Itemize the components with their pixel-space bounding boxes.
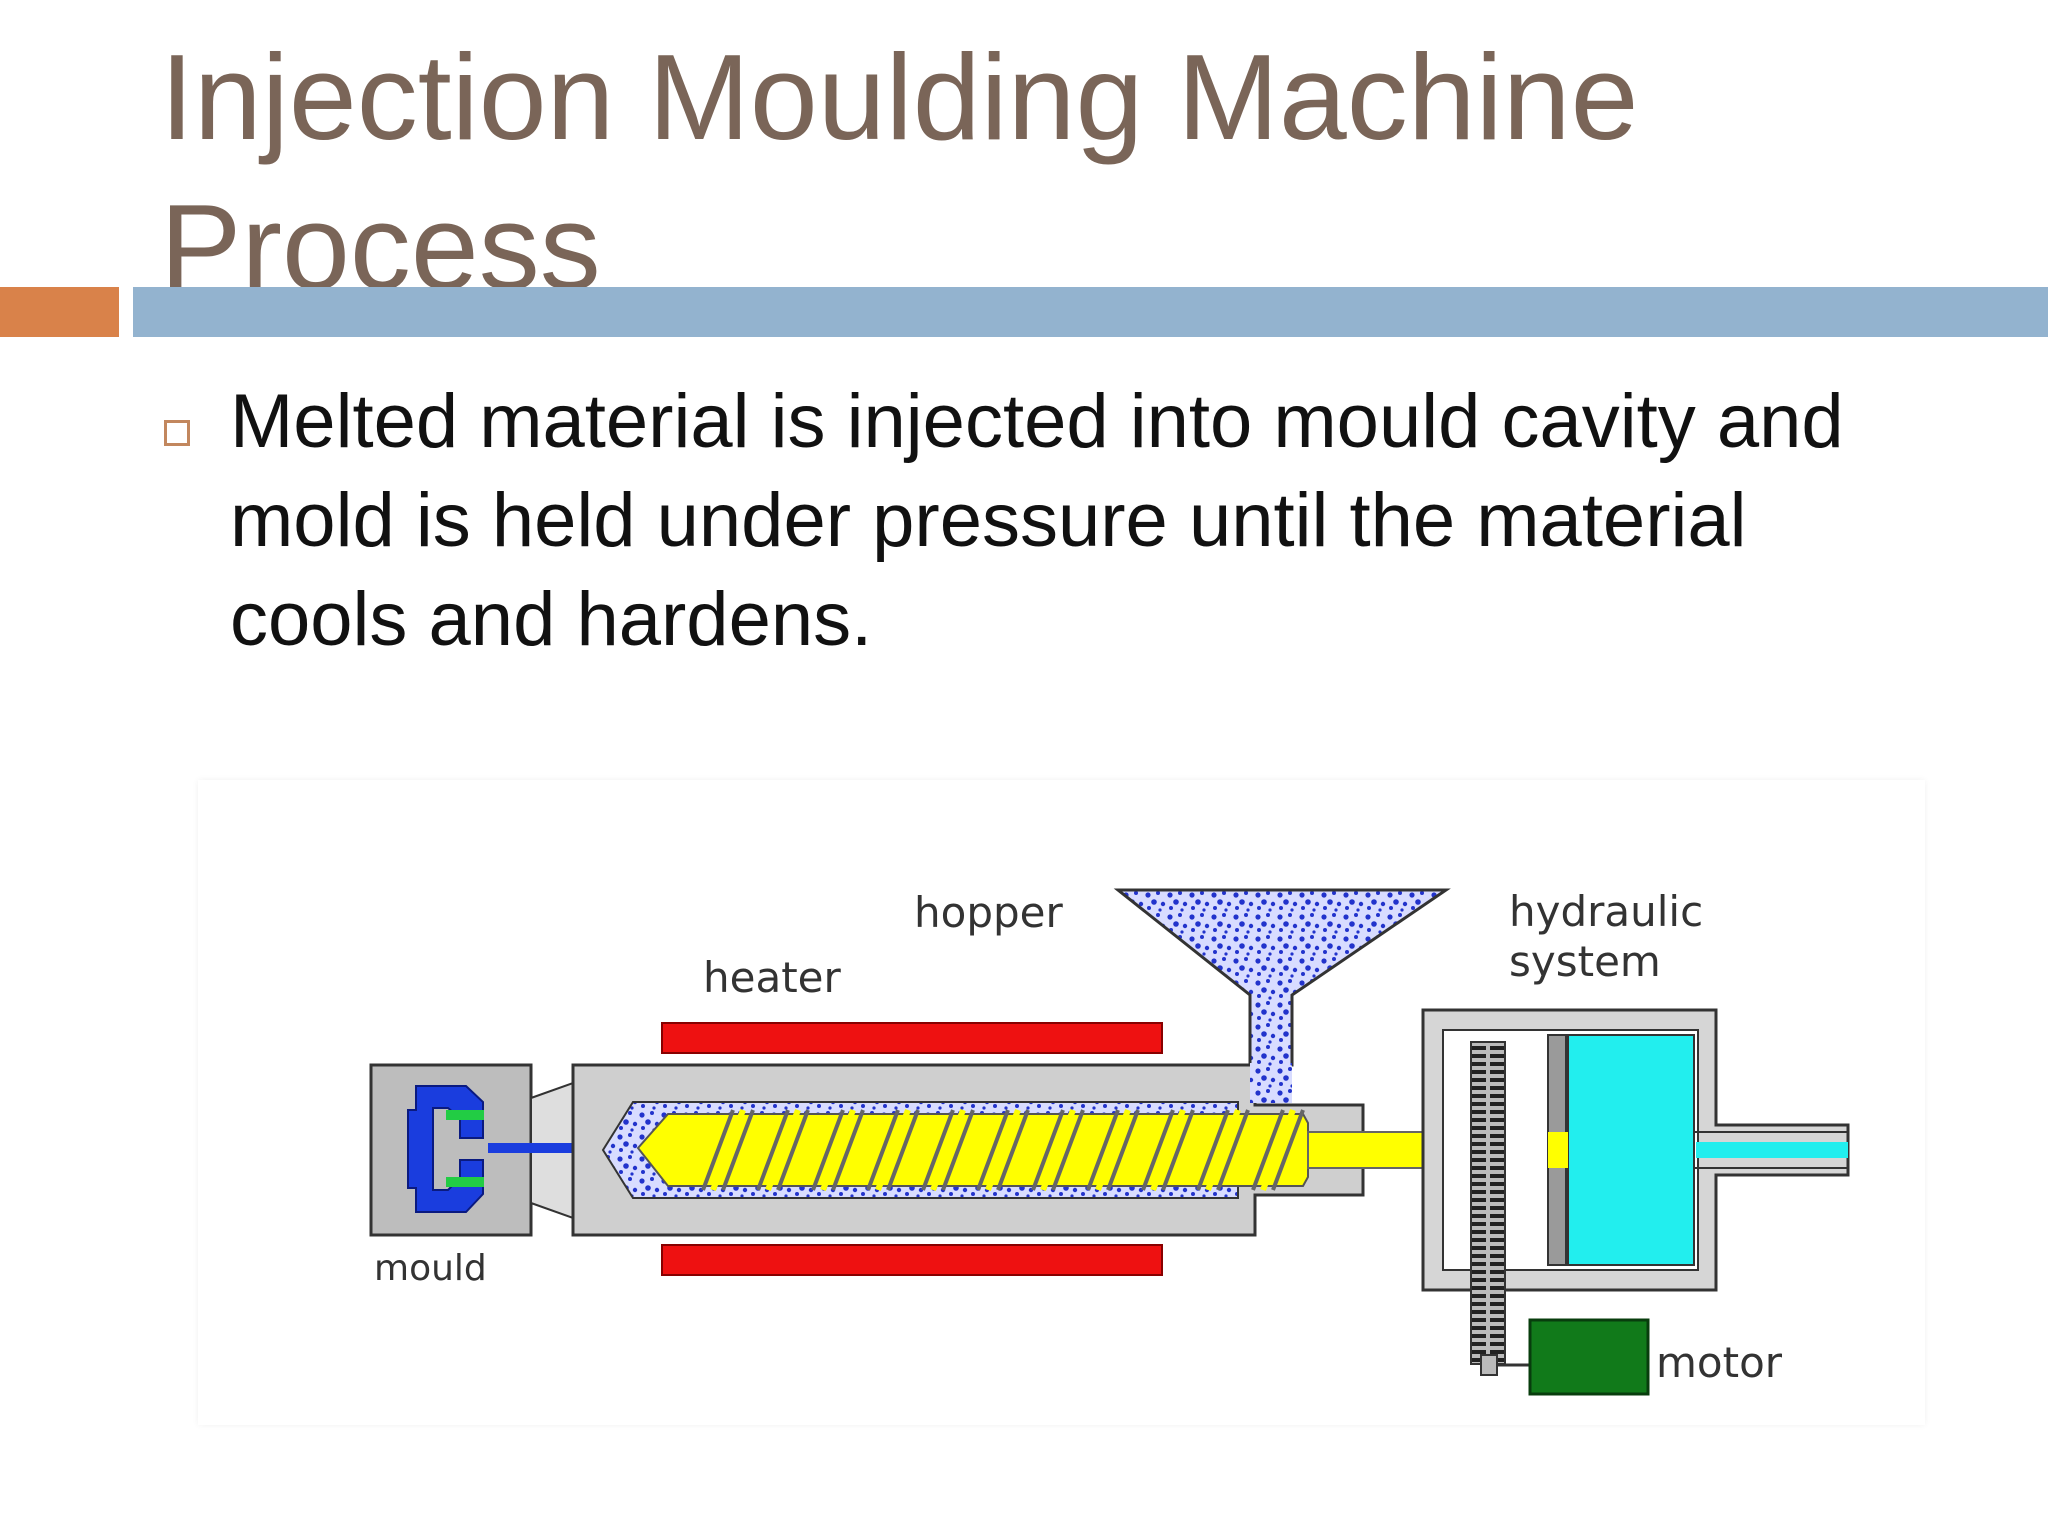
gear-icon [1470, 1041, 1506, 1365]
square-bullet-icon [164, 420, 190, 446]
piston-icon [1567, 1034, 1695, 1266]
label-hydraulic-line1: hydraulic [1509, 887, 1703, 936]
label-hopper: hopper [914, 888, 1063, 937]
heater-top-icon [661, 1022, 1163, 1054]
label-hydraulic-line2: system [1509, 937, 1661, 986]
label-mould: mould [374, 1248, 487, 1289]
title-line-1: Injection Moulding Machine [160, 29, 1639, 165]
injection-machine-diagram: hopper heater hydraulic system mould mot… [198, 780, 1925, 1425]
label-motor: motor [1656, 1338, 1783, 1387]
hopper-icon [1113, 888, 1451, 1103]
label-heater: heater [703, 953, 842, 1002]
title-accent-bar-blue [133, 287, 2048, 337]
hydraulic-system [1421, 1008, 1850, 1292]
title-accent-bar-orange [0, 287, 119, 337]
slide-title: Injection Moulding Machine Process [160, 22, 1980, 322]
diagram-svg: hopper heater hydraulic system mould mot… [369, 887, 1850, 1396]
motor-icon [1528, 1318, 1650, 1396]
screw-icon [636, 1108, 1549, 1192]
bullet-text: Melted material is injected into mould c… [230, 379, 1844, 662]
heater-bottom-icon [661, 1244, 1163, 1276]
